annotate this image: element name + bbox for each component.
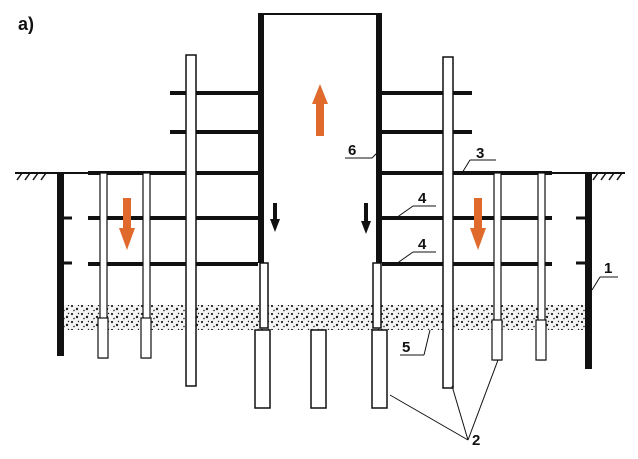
upper-struts (170, 91, 472, 134)
label-4-lower: 4 (418, 236, 427, 253)
label-1: 1 (604, 260, 612, 277)
label-6: 6 (348, 142, 356, 159)
label-3: 3 (476, 145, 484, 162)
black-arrow-down-right-icon (361, 203, 371, 234)
column-right-tall (442, 56, 454, 389)
central-wall-right (376, 13, 382, 263)
retaining-wall-right (585, 173, 592, 369)
retaining-wall-left (57, 173, 64, 356)
label-4-upper: 4 (418, 190, 427, 207)
small-pile-heads (97, 317, 547, 361)
leader-lines (345, 149, 618, 441)
ground-hatch-left-icon (16, 172, 47, 181)
struts (88, 171, 552, 266)
ground-hatch-right-icon (592, 172, 623, 181)
panel-label: a) (18, 14, 34, 34)
label-5: 5 (402, 339, 410, 356)
column-left-tall (185, 54, 197, 387)
orange-arrow-up-icon (312, 84, 328, 136)
orange-arrow-down-right-icon (470, 198, 486, 250)
label-2: 2 (472, 432, 480, 449)
central-wall-left (258, 13, 264, 263)
central-piles (254, 262, 388, 409)
black-arrow-down-left-icon (270, 203, 280, 232)
wall-ties (62, 216, 586, 265)
orange-arrow-down-left-icon (119, 198, 135, 250)
